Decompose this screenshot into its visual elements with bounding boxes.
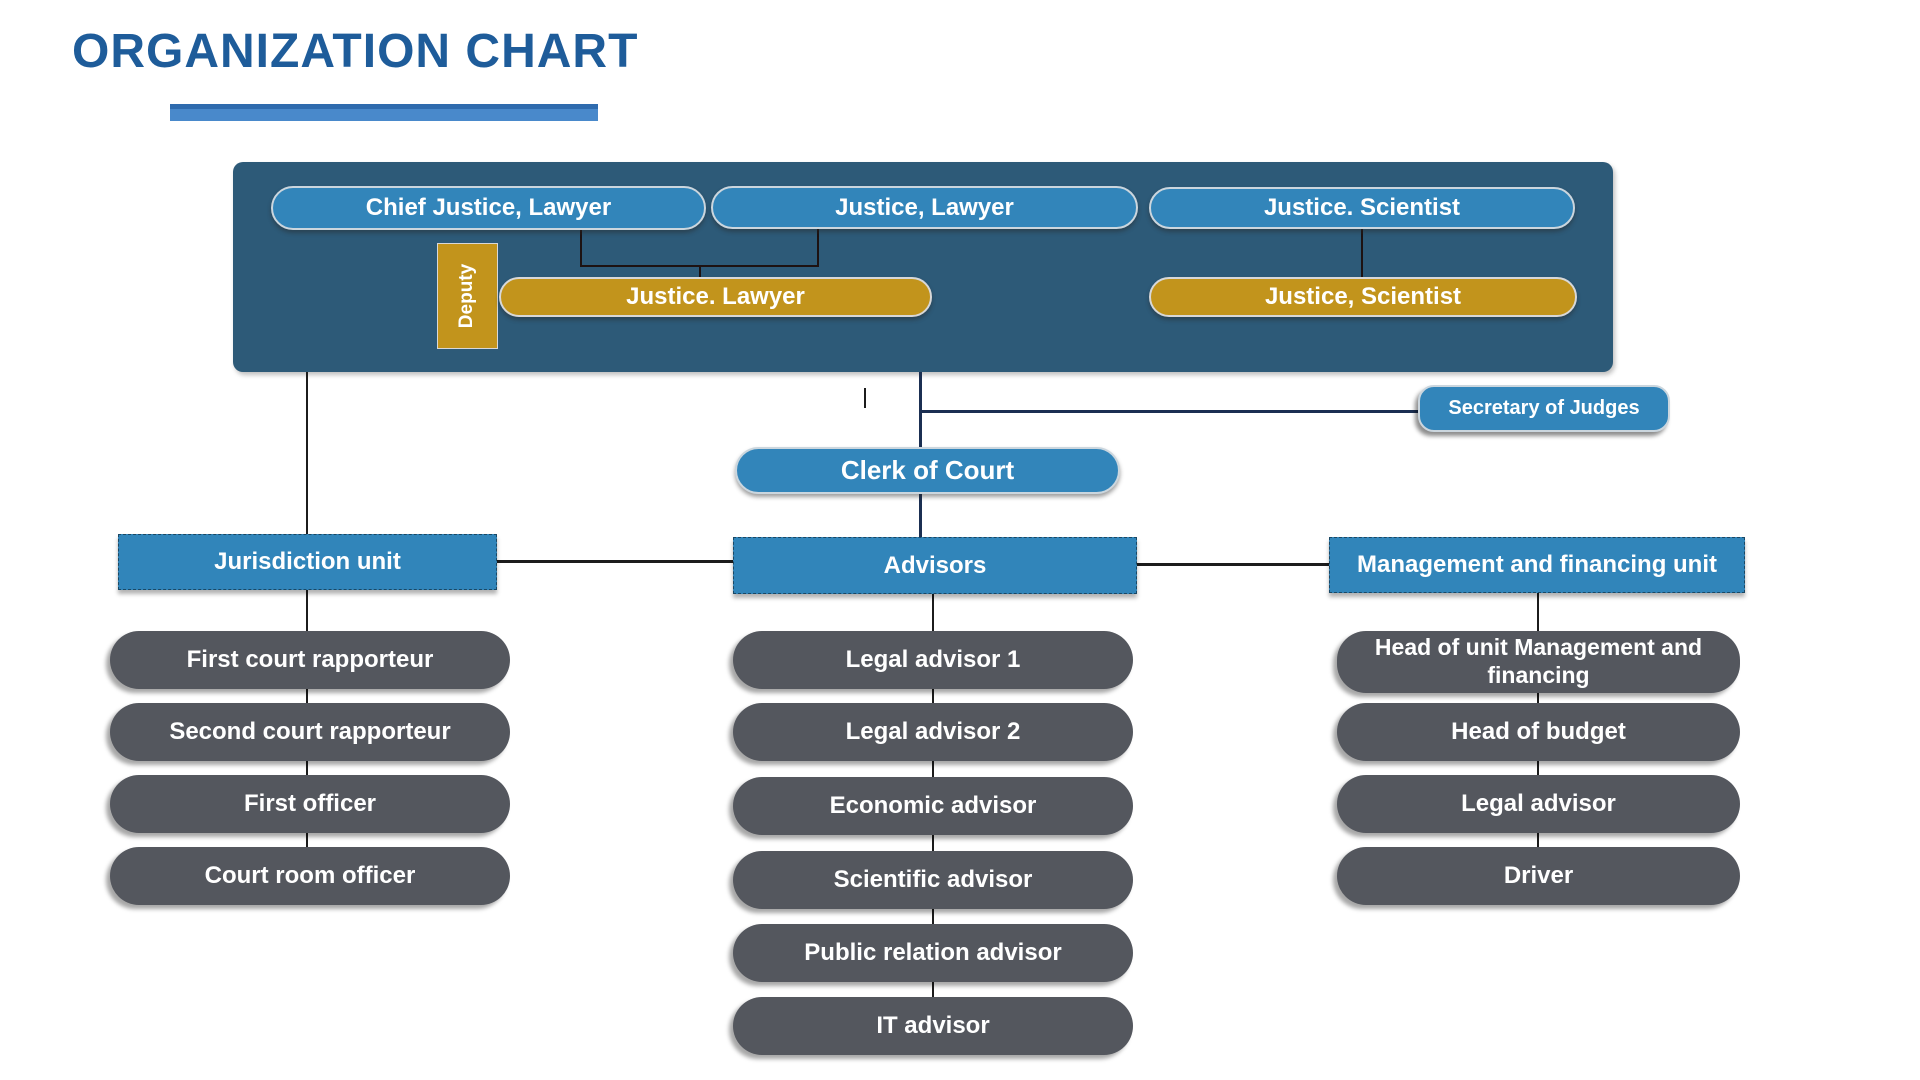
node-driver: Driver	[1337, 847, 1740, 905]
node-justice-lawyer-label: Justice, Lawyer	[835, 193, 1014, 221]
node-justice-scientist-label: Justice. Scientist	[1263, 194, 1461, 221]
node-legal-advisor-1-label: Legal advisor 1	[845, 645, 1021, 673]
connector-advisors-management	[1137, 563, 1329, 566]
node-first-court-rapporteur-label: First court rapporteur	[186, 645, 434, 673]
node-clerk-of-court: Clerk of Court	[735, 447, 1120, 494]
connector-stray-tick	[864, 388, 866, 408]
node-scientific-advisor-label: Scientific advisor	[833, 865, 1033, 893]
node-first-officer-label: First officer	[243, 789, 377, 817]
node-deputy-justice-scientist-label: Justice, Scientist	[1264, 283, 1462, 310]
node-deputy-justice-lawyer: Justice. Lawyer	[499, 277, 932, 317]
node-legal-advisor-mgmt-label: Legal advisor	[1461, 789, 1616, 817]
connector-scientist-down	[1361, 229, 1363, 279]
node-scientific-advisor: Scientific advisor	[733, 851, 1133, 909]
unit-header-management-financing: Management and financing unit	[1329, 537, 1745, 593]
unit-header-jurisdiction: Jurisdiction unit	[118, 534, 497, 590]
node-economic-advisor: Economic advisor	[733, 777, 1133, 835]
connector-justice-lawyer-down	[817, 229, 819, 267]
connector-to-gold-lawyer	[699, 265, 701, 279]
unit-header-advisors-label: Advisors	[883, 551, 987, 579]
node-first-officer: First officer	[110, 775, 510, 833]
node-secretary-of-judges-label: Secretary of Judges	[1448, 397, 1640, 419]
node-chief-justice-lawyer-label: Chief Justice, Lawyer	[365, 194, 612, 221]
node-justice-scientist: Justice. Scientist	[1149, 187, 1575, 229]
node-legal-advisor-2: Legal advisor 2	[733, 703, 1133, 761]
unit-header-jurisdiction-label: Jurisdiction unit	[214, 548, 401, 575]
node-legal-advisor-2-label: Legal advisor 2	[845, 717, 1021, 745]
node-legal-advisor-mgmt: Legal advisor	[1337, 775, 1740, 833]
node-secretary-of-judges: Secretary of Judges	[1418, 385, 1670, 432]
node-clerk-of-court-label: Clerk of Court	[840, 455, 1015, 485]
node-it-advisor-label: IT advisor	[876, 1011, 990, 1039]
page-title: ORGANIZATION CHART	[72, 25, 639, 78]
node-economic-advisor-label: Economic advisor	[829, 791, 1037, 819]
connector-jurisdiction-advisors	[497, 560, 733, 563]
node-head-of-budget-label: Head of budget	[1451, 717, 1626, 745]
node-justice-lawyer: Justice, Lawyer	[711, 186, 1138, 229]
connector-to-secretary	[919, 410, 1418, 413]
node-court-room-officer: Court room officer	[110, 847, 510, 905]
node-second-court-rapporteur: Second court rapporteur	[110, 703, 510, 761]
node-public-relation-advisor-label: Public relation advisor	[804, 938, 1062, 966]
node-head-of-unit-management-financing-label: Head of unit Management and financing	[1374, 634, 1703, 688]
node-public-relation-advisor: Public relation advisor	[733, 924, 1133, 982]
node-driver-label: Driver	[1503, 861, 1574, 889]
node-deputy: Deputy	[437, 243, 498, 349]
node-head-of-budget: Head of budget	[1337, 703, 1740, 761]
node-head-of-unit-management-financing: Head of unit Management and financing	[1337, 631, 1740, 693]
node-court-room-officer-label: Court room officer	[204, 861, 416, 889]
node-chief-justice-lawyer: Chief Justice, Lawyer	[271, 186, 706, 230]
node-it-advisor: IT advisor	[733, 997, 1133, 1055]
connector-panel-to-jurisdiction	[306, 372, 308, 534]
node-deputy-label: Deputy	[456, 263, 478, 329]
connector-chief-down	[580, 230, 582, 267]
node-deputy-justice-lawyer-label: Justice. Lawyer	[626, 283, 805, 310]
unit-header-management-financing-label: Management and financing unit	[1356, 551, 1717, 578]
node-second-court-rapporteur-label: Second court rapporteur	[169, 717, 451, 745]
unit-header-advisors: Advisors	[733, 537, 1137, 594]
title-underline	[170, 104, 598, 121]
node-legal-advisor-1: Legal advisor 1	[733, 631, 1133, 689]
node-first-court-rapporteur: First court rapporteur	[110, 631, 510, 689]
node-deputy-justice-scientist: Justice, Scientist	[1149, 277, 1577, 317]
